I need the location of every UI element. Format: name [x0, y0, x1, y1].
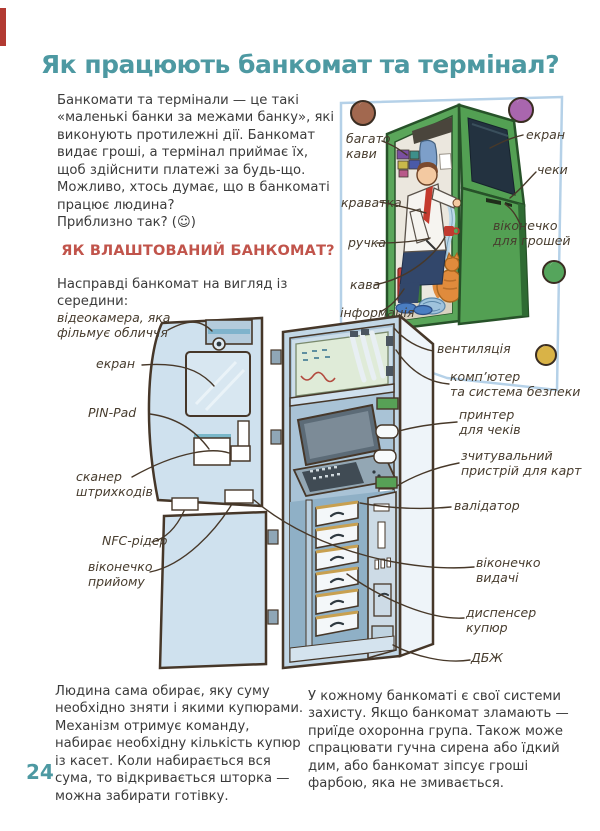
cartoon-kiosk-illustration — [385, 103, 530, 332]
diagram-label-dispense-window: віконечко видачі — [476, 555, 541, 585]
cartoon-label-coffee-lots: багато кави — [346, 131, 391, 161]
hinges — [267, 349, 282, 625]
cash-cassettes — [289, 490, 397, 663]
computer-compartment — [289, 327, 395, 407]
diagram-label-pin-pad: PIN-Pad — [88, 405, 137, 420]
intro-text: Банкомати та термінали — це такі «малень… — [57, 92, 339, 231]
diagram-label-camera: відеокамера, яка фільмує обличчя — [57, 310, 171, 340]
diagram-label-barcode-scanner: сканер штрихкодів — [76, 469, 153, 499]
outro-left-text: Людина сама обирає, яку суму необхідно з… — [55, 684, 304, 804]
dot-brown — [350, 100, 376, 126]
dot-green — [542, 260, 566, 284]
cartoon-label-screen: екран — [526, 127, 566, 142]
cartoon-label-receipts: чеки — [537, 162, 568, 177]
outro-right-text: У кожному банкоматі є свої системи захис… — [308, 689, 569, 792]
dot-yellow — [535, 344, 557, 366]
diagram-label-card-reader: зчитувальний пристрій для карт — [461, 448, 582, 478]
diagram-label-nfc-reader: NFC-рідер — [102, 533, 168, 548]
diagram-label-intake-window: віконечко прийому — [88, 559, 153, 589]
diagram-label-computer: комп’ютер та система безпеки — [450, 369, 581, 399]
page-edge-tab — [0, 8, 6, 46]
atm-diagram — [147, 313, 435, 670]
diagram-label-validator: валідатор — [454, 498, 520, 513]
dot-purple — [508, 97, 534, 123]
intro-paragraph-1: Банкомати та термінали — це такі «малень… — [57, 93, 335, 178]
cartoon-label-pen: ручка — [348, 235, 386, 250]
front-door-upper — [147, 316, 264, 508]
cartoon-leader-lines — [373, 134, 537, 313]
intro-paragraph-3: Приблизно так? (☺) — [57, 214, 196, 230]
diagram-label-ups: ДБЖ — [471, 650, 503, 665]
section-lead: Насправді банкомат на вигляд із середини… — [57, 277, 288, 310]
coffee-shelf — [396, 149, 421, 178]
page-number: 24 — [26, 760, 54, 784]
cartoon-label-tie: краватка — [341, 195, 402, 210]
decorative-dots — [350, 97, 566, 366]
diagram-label-bill-dispenser: диспенсер купюр — [466, 605, 537, 635]
monitor-keyboard — [292, 403, 398, 498]
cartoon-label-money-window: віконечко для грошей — [493, 218, 571, 248]
diagram-leader-lines — [131, 321, 475, 662]
diagram-label-receipt-printer: принтер для чеків — [459, 407, 521, 437]
diagram-label-screen: екран — [96, 356, 136, 371]
section-heading: ЯК ВЛАШТОВАНИЙ БАНКОМАТ? — [61, 243, 335, 259]
diagram-label-ventilation: вентиляція — [437, 341, 511, 356]
man-in-atm — [395, 162, 462, 316]
front-door-lower — [158, 497, 268, 670]
cartoon-label-information: інформація — [340, 305, 415, 320]
page-title: Як працюють банкомат та термінал? — [40, 50, 560, 79]
cartoon-label-coffee: кава — [350, 277, 381, 292]
intro-paragraph-2: Можливо, хтось думає, що в банкоматі пра… — [57, 180, 330, 213]
